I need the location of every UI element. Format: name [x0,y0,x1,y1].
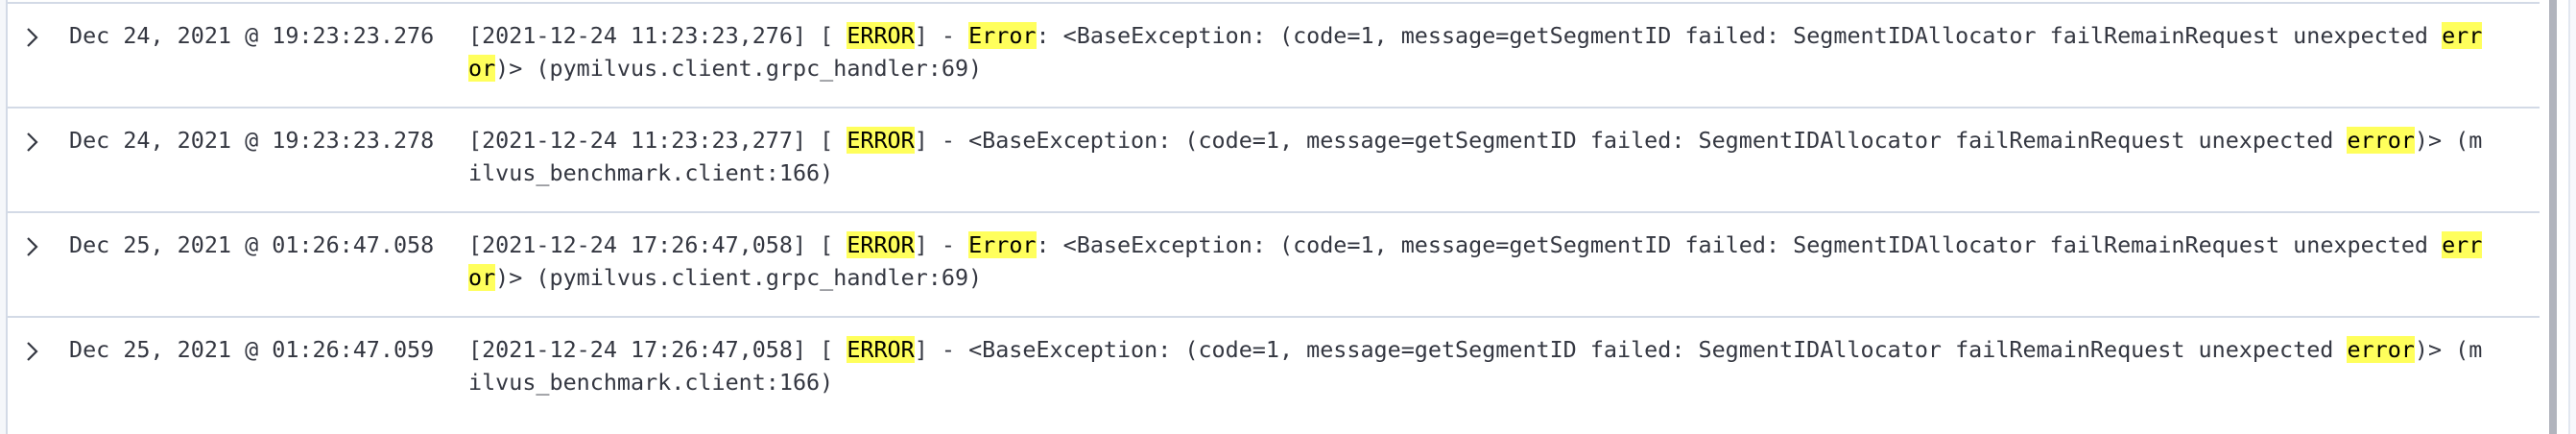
search-highlight: ERROR [847,22,915,49]
message-text: ] - [914,231,969,258]
search-highlight: error [2347,127,2415,154]
message-text: : <BaseException: (code=1, message=getSe… [1036,22,2443,49]
left-gutter [0,0,6,434]
message-text: )> (pymilvus.client.grpc_handler:69) [495,264,983,291]
message-text: )> (milvus_benchmark.client:166) [468,336,2483,396]
timestamp-cell: Dec 25, 2021 @ 01:26:47.059 [69,336,435,363]
table-row[interactable]: Dec 24, 2021 @ 19:23:23.276 [2021-12-24 … [8,2,2540,107]
table-row[interactable]: Dec 25, 2021 @ 01:26:47.058 [2021-12-24 … [8,211,2540,316]
message-cell: [2021-12-24 11:23:23,277] [ ERROR] - <Ba… [468,124,2495,189]
expand-row-button[interactable] [21,128,44,157]
message-text: ] - <BaseException: (code=1, message=get… [914,127,2348,154]
message-text: )> (milvus_benchmark.client:166) [468,127,2483,186]
message-cell: [2021-12-24 17:26:47,058] [ ERROR] - Err… [468,229,2495,294]
left-border [6,0,8,434]
message-text: ] - [914,22,969,49]
search-highlight: ERROR [847,231,915,258]
right-panel-border [2568,0,2570,434]
timestamp-cell: Dec 25, 2021 @ 01:26:47.058 [69,231,435,258]
message-text: [2021-12-24 17:26:47,058] [ [468,336,847,363]
expand-row-button[interactable] [21,337,44,366]
timestamp-cell: Dec 24, 2021 @ 19:23:23.278 [69,127,435,154]
message-cell: [2021-12-24 17:26:47,058] [ ERROR] - <Ba… [468,333,2495,398]
vertical-scrollbar-thumb[interactable] [2549,0,2557,434]
message-cell: [2021-12-24 11:23:23,276] [ ERROR] - Err… [468,19,2495,84]
timestamp-cell: Dec 24, 2021 @ 19:23:23.276 [69,22,435,49]
message-text: [2021-12-24 11:23:23,277] [ [468,127,847,154]
log-document-table: Dec 24, 2021 @ 19:23:23.276 [2021-12-24 … [8,2,2540,421]
table-row[interactable]: Dec 25, 2021 @ 01:26:47.059 [2021-12-24 … [8,316,2540,421]
chevron-right-icon [26,341,39,362]
message-text: )> (pymilvus.client.grpc_handler:69) [495,55,983,82]
message-text: ] - <BaseException: (code=1, message=get… [914,336,2348,363]
message-text: : <BaseException: (code=1, message=getSe… [1036,231,2443,258]
table-row[interactable]: Dec 24, 2021 @ 19:23:23.278 [2021-12-24 … [8,107,2540,211]
expand-row-button[interactable] [21,23,44,52]
search-highlight: error [2347,336,2415,363]
message-text: [2021-12-24 11:23:23,276] [ [468,22,847,49]
search-highlight: ERROR [847,127,915,154]
chevron-right-icon [26,27,39,48]
search-highlight: Error [968,231,1037,258]
expand-row-button[interactable] [21,232,44,261]
search-highlight: ERROR [847,336,915,363]
right-panel-edge [2570,0,2576,434]
chevron-right-icon [26,132,39,153]
search-highlight: Error [968,22,1037,49]
chevron-right-icon [26,236,39,257]
message-text: [2021-12-24 17:26:47,058] [ [468,231,847,258]
